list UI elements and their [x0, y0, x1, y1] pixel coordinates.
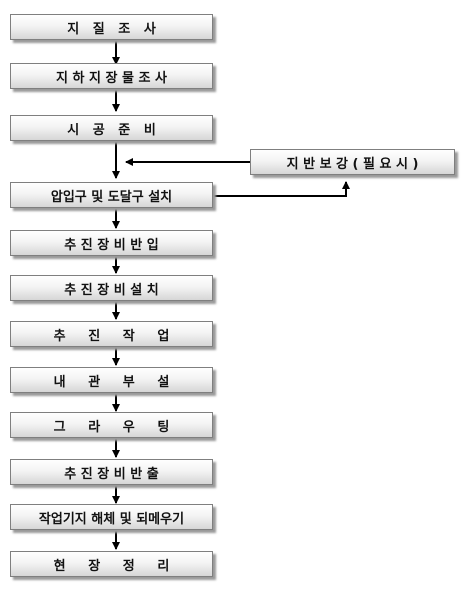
- step-label: 그 라 우 팅: [53, 419, 170, 435]
- step-label: 추 진 장 비 반 출: [64, 466, 159, 482]
- step-geological-survey: 지 질 조 사: [10, 14, 213, 40]
- step-shaft-installation: 압입구 및 도달구 설치: [10, 182, 213, 208]
- step-site-cleanup: 현 장 정 리: [10, 551, 213, 577]
- step-construction-preparation: 시 공 준 비: [10, 115, 213, 141]
- step-inner-pipe-laying: 내 관 부 설: [10, 367, 213, 393]
- step-equipment-delivery: 추 진 장 비 반 입: [10, 230, 213, 256]
- step-jacking-work: 추 진 작 업: [10, 321, 213, 347]
- step-site-demolition-backfill: 작업기지 해체 및 되메우기: [10, 504, 213, 530]
- step-label: 압입구 및 도달구 설치: [50, 189, 173, 205]
- step-grouting: 그 라 우 팅: [10, 412, 213, 438]
- step-label: 추 진 장 비 반 입: [64, 237, 159, 253]
- step-label: 내 관 부 설: [53, 374, 170, 390]
- step-underground-utility-survey: 지 하 지 장 물 조 사: [10, 63, 213, 89]
- side-step-label: 지 반 보 강 ( 필 요 시 ): [286, 156, 419, 172]
- step-label: 지 질 조 사: [67, 21, 156, 37]
- step-label: 시 공 준 비: [67, 122, 156, 138]
- arrow-main-to-side: [214, 181, 350, 197]
- step-ground-reinforcement: 지 반 보 강 ( 필 요 시 ): [250, 149, 455, 175]
- step-label: 현 장 정 리: [53, 558, 170, 574]
- step-label: 작업기지 해체 및 되메우기: [38, 511, 185, 527]
- step-label: 지 하 지 장 물 조 사: [56, 70, 167, 86]
- step-label: 추 진 작 업: [53, 328, 170, 344]
- step-equipment-setup: 추 진 장 비 설 치: [10, 275, 213, 301]
- step-label: 추 진 장 비 설 치: [64, 282, 159, 298]
- step-equipment-removal: 추 진 장 비 반 출: [10, 459, 213, 485]
